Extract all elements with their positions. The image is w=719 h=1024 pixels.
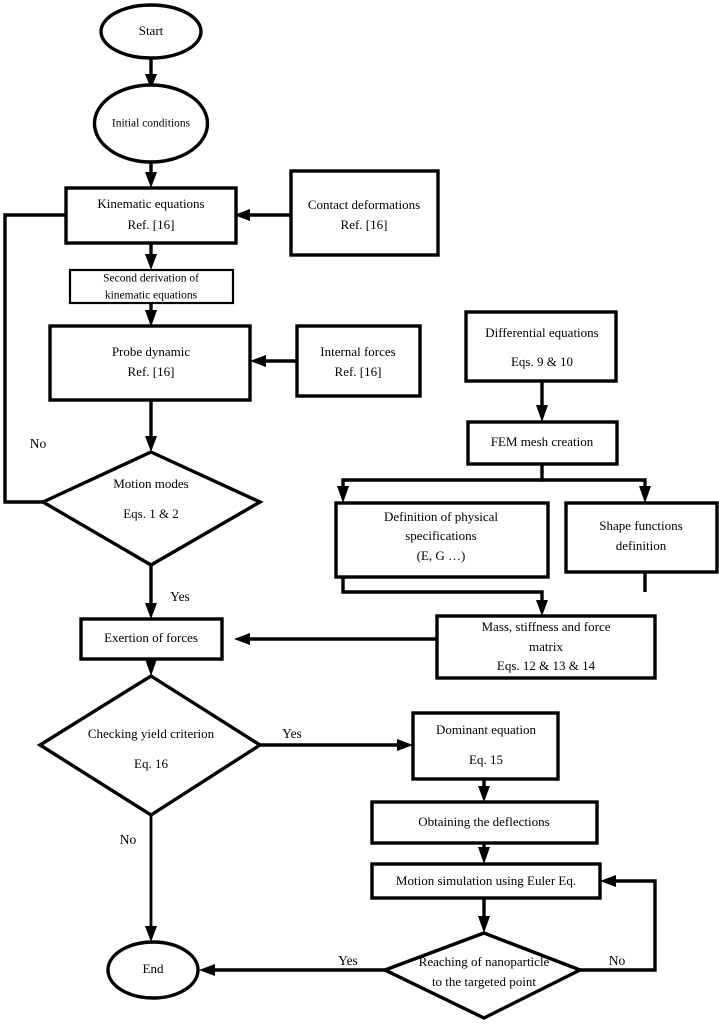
label-second-derivation-line1: Second derivation of (103, 273, 199, 285)
label-massmatrix-line2: matrix (529, 639, 563, 654)
label-reaching-line2: to the targeted point (432, 974, 536, 989)
edge-fem-split-bus (337, 464, 651, 503)
label-shape-functions-line1: Shape functions (599, 518, 682, 533)
edge-contact-to-kinematic (234, 209, 291, 221)
node-fem-mesh-creation[interactable] (466, 420, 619, 466)
label-kinematic-equations-line1: Kinematic equations (97, 196, 204, 211)
edge-init-to-kinematic (145, 162, 157, 188)
node-kinematic-equations[interactable] (64, 186, 238, 245)
label-internal-forces-line1: Internal forces (320, 344, 395, 359)
node-contact-deformations[interactable] (289, 169, 440, 257)
edge-merge-to-massmatrix (341, 572, 647, 616)
label-yield-line2: Eq. 16 (134, 756, 168, 771)
node-start[interactable] (99, 3, 203, 60)
edge-internal-to-probe (250, 355, 297, 367)
label-dominant-line1: Dominant equation (436, 722, 537, 737)
edge-label-motion-yes: Yes (170, 589, 190, 604)
label-probe-dynamic-line2: Ref. [16] (128, 364, 175, 379)
edge-reaching-no-to-euler (580, 875, 657, 972)
edge-label-motion-no: No (30, 436, 47, 451)
label-contact-deformations-line2: Ref. [16] (341, 217, 388, 232)
label-initial-conditions: Initial conditions (112, 118, 191, 130)
edge-exertion-to-yield (145, 659, 157, 676)
label-motion-modes-line2: Eqs. 1 & 2 (123, 506, 179, 521)
node-motion-simulation-euler[interactable] (370, 862, 602, 900)
node-internal-forces[interactable] (295, 324, 422, 398)
node-reaching-nanoparticle[interactable] (380, 931, 585, 1020)
node-probe-dynamic[interactable] (48, 324, 252, 402)
edge-secondderiv-to-probe (145, 303, 157, 327)
label-exertion-of-forces: Exertion of forces (104, 630, 198, 645)
label-reaching-line1: Reaching of nanoparticle (419, 954, 550, 969)
edge-reaching-yes-to-end (199, 964, 385, 976)
label-obtaining-deflections: Obtaining the deflections (418, 814, 549, 829)
edge-label-reaching-no: No (609, 953, 626, 968)
edge-massmatrix-to-exertion (234, 633, 437, 645)
label-yield-line1: Checking yield criterion (88, 726, 215, 741)
edge-motion-yes-to-exertion (145, 565, 157, 619)
node-end[interactable] (106, 940, 200, 1000)
label-shape-functions-line2: definition (616, 538, 667, 553)
label-fem-mesh-creation: FEM mesh creation (491, 434, 594, 449)
label-internal-forces-line2: Ref. [16] (335, 364, 382, 379)
label-probe-dynamic-line1: Probe dynamic (112, 344, 191, 359)
label-massmatrix-line1: Mass, stiffness and force (481, 619, 610, 634)
node-motion-modes[interactable] (39, 450, 264, 567)
label-motion-simulation-euler: Motion simulation using Euler Eq. (396, 873, 576, 888)
edge-label-yield-yes: Yes (282, 726, 302, 741)
label-end: End (143, 961, 164, 976)
label-differential-equations-line2: Eqs. 9 & 10 (511, 354, 573, 369)
edge-dominant-to-deflect (478, 779, 490, 802)
node-definition-physical-specifications[interactable] (334, 501, 550, 579)
label-physdef-line1: Definition of physical (384, 509, 498, 524)
node-shape-functions-definition[interactable] (564, 501, 719, 574)
edge-start-to-init (145, 58, 157, 89)
edge-label-reaching-yes: Yes (338, 953, 358, 968)
label-massmatrix-line3: Eqs. 12 & 13 & 14 (497, 658, 596, 673)
label-dominant-line2: Eq. 15 (469, 752, 503, 767)
label-physdef-line3: (E, G …) (417, 548, 466, 563)
label-second-derivation-line2: kinematic equations (105, 290, 198, 302)
edge-euler-to-reaching (478, 898, 490, 933)
edge-label-yield-no: No (120, 832, 137, 847)
node-dominant-equation[interactable] (411, 711, 560, 781)
label-physdef-line2: specifications (405, 528, 476, 543)
edge-deflect-to-euler (478, 843, 490, 864)
node-checking-yield-criterion[interactable] (36, 673, 264, 818)
edge-probe-to-motion (145, 400, 157, 452)
node-differential-equations[interactable] (464, 310, 618, 383)
edge-yield-yes-to-dominant (260, 739, 413, 751)
edge-kinematic-to-secondderiv (145, 243, 157, 270)
node-second-derivation[interactable] (68, 268, 235, 305)
node-exertion-of-forces[interactable] (79, 617, 224, 661)
edge-yield-no-to-end (145, 815, 157, 942)
node-mass-stiffness-force-matrix[interactable] (435, 614, 657, 680)
label-kinematic-equations-line2: Ref. [16] (128, 217, 175, 232)
label-contact-deformations-line1: Contact deformations (308, 197, 420, 212)
node-initial-conditions[interactable] (92, 83, 210, 164)
label-motion-modes-line1: Motion modes (113, 476, 188, 491)
node-obtaining-deflections[interactable] (370, 800, 599, 845)
label-differential-equations-line1: Differential equations (485, 325, 598, 340)
label-start: Start (139, 23, 164, 38)
edge-diffeq-to-fem (536, 381, 548, 422)
